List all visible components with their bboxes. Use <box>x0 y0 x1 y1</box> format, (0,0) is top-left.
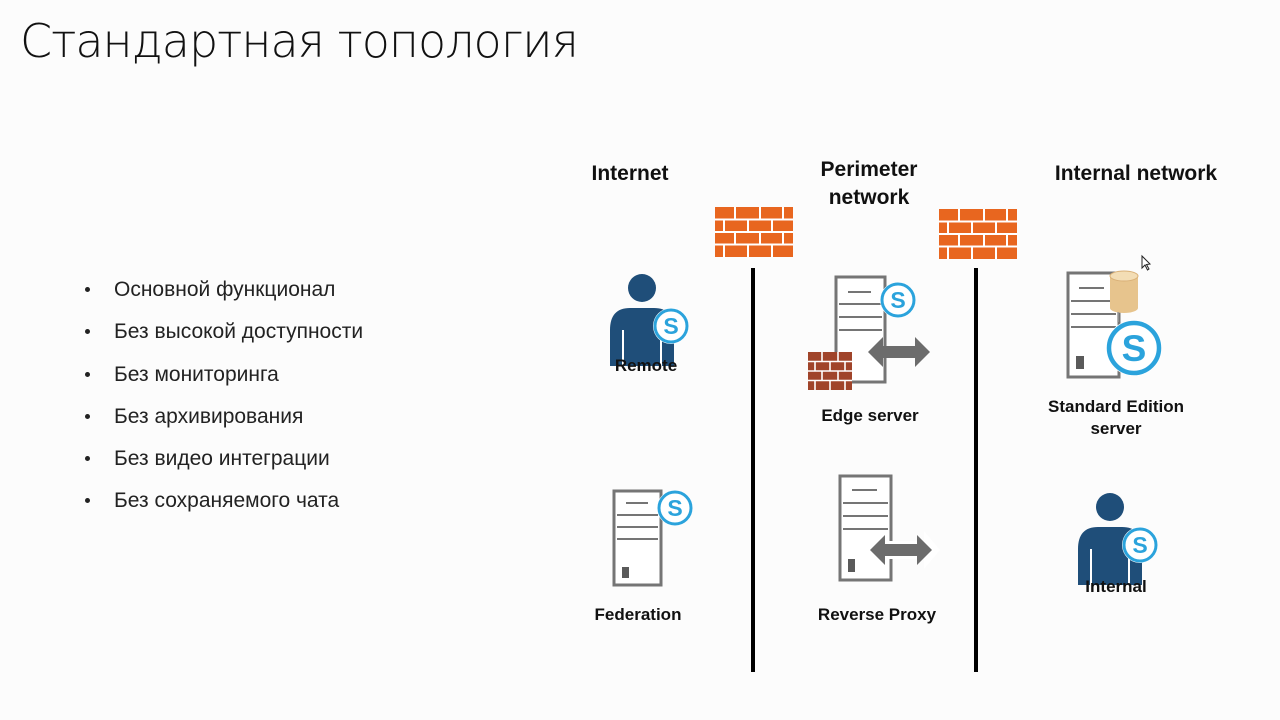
zone-internet-label: Internet <box>591 162 669 185</box>
cursor-icon <box>1141 254 1152 271</box>
edge-server-icon <box>808 275 930 390</box>
feature-item: Без мониторинга <box>84 361 363 403</box>
node-proxy-label: Reverse Proxy <box>817 605 937 624</box>
federation-server-icon <box>612 489 663 587</box>
feature-item: Основной функционал <box>84 276 363 318</box>
zone-perimeter-label: Perimeter network <box>820 158 918 209</box>
skype-large-icon: S <box>1106 320 1162 376</box>
skype-icon <box>878 280 918 320</box>
slide-title: Стандартная топология <box>20 14 579 68</box>
feature-item: Без сохраняемого чата <box>84 487 363 529</box>
feature-item: Без архивирования <box>84 403 363 445</box>
feature-item: Без высокой доступности <box>84 318 363 360</box>
feature-item: Без видео интеграции <box>84 445 363 487</box>
skype-icon <box>1120 525 1160 565</box>
svg-text:S: S <box>1122 328 1147 369</box>
reverse-proxy-icon <box>838 474 940 582</box>
database-icon <box>1109 270 1139 322</box>
skype-icon <box>655 488 695 528</box>
node-federation-label: Federation <box>594 605 682 624</box>
feature-list: Основной функционал Без высокой доступно… <box>84 276 363 530</box>
node-internal-label: Internal <box>1085 577 1147 596</box>
node-standard-label: Standard Edition server <box>1048 397 1184 438</box>
firewall-icon <box>714 206 794 258</box>
firewall-icon <box>938 208 1018 260</box>
zone-internal-label: Internal network <box>1054 162 1218 185</box>
node-edge-label: Edge server <box>821 406 919 425</box>
skype-icon <box>651 306 691 346</box>
node-remote-label: Remote <box>614 356 678 375</box>
